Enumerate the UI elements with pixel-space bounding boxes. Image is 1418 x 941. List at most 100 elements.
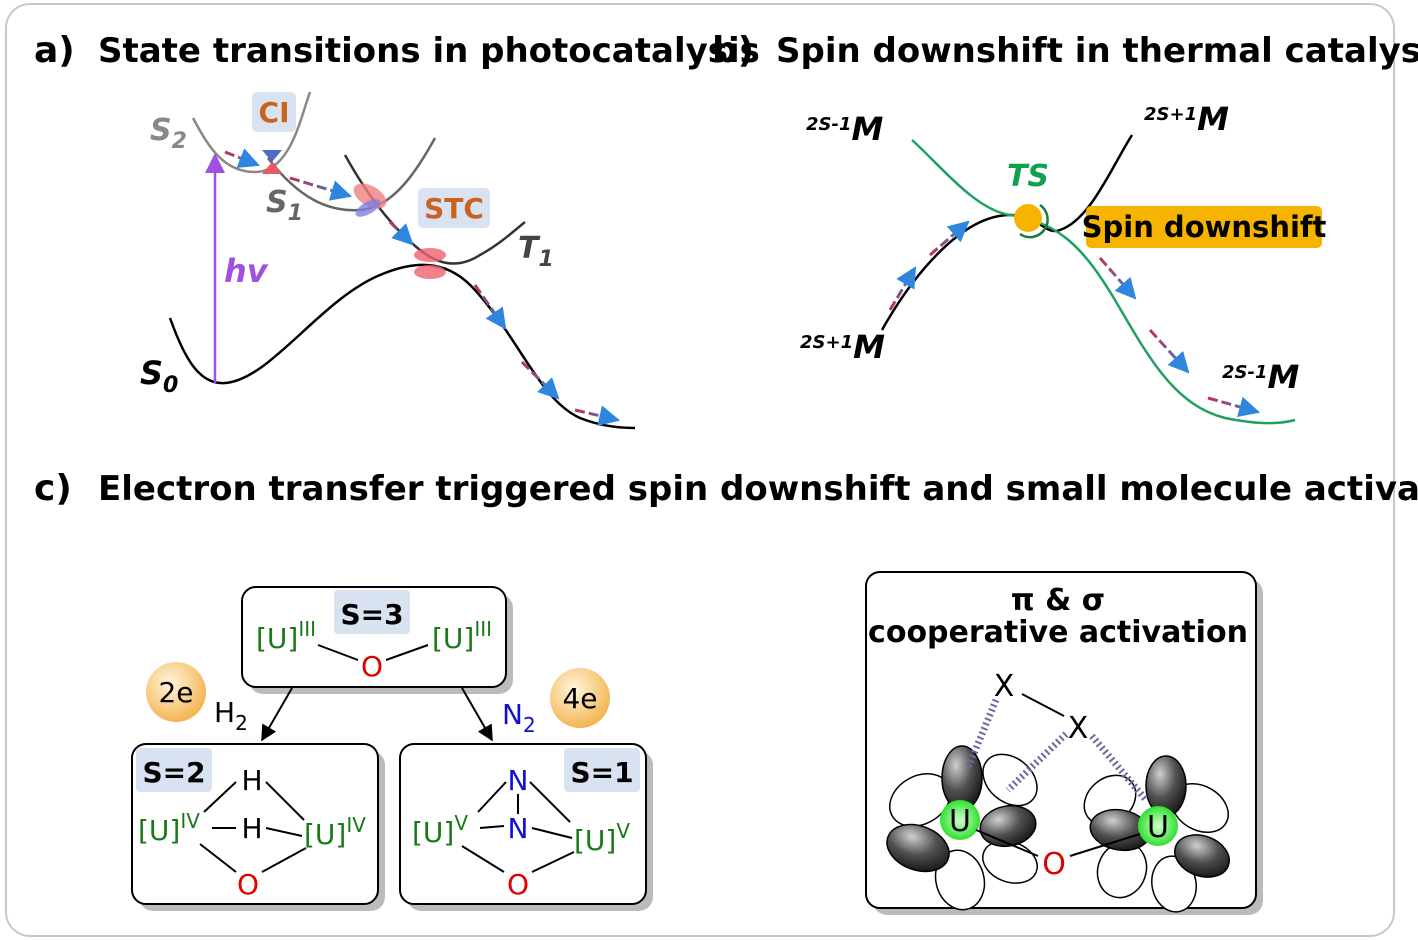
orbital-title-line2: cooperative activation	[868, 615, 1248, 650]
arrow-b-2	[929, 220, 970, 257]
right-u-orbital: U	[1083, 755, 1230, 913]
right-bond-3	[479, 825, 505, 829]
s1-label: S1	[266, 185, 303, 226]
orbital-title-line1: π & σ	[1011, 583, 1105, 618]
ci-cross-bottom	[262, 162, 282, 174]
m-label-top-right: 2S+1M	[1144, 100, 1229, 138]
stc-blob-3	[414, 265, 446, 279]
arrow-b-3	[1098, 257, 1137, 300]
left-u-left: [U]IV	[138, 809, 200, 847]
arrow-a-2	[289, 176, 353, 201]
orbital-u-o-bond-right	[1069, 833, 1141, 857]
ci-label-bg	[252, 92, 296, 132]
left-bond-5	[199, 843, 237, 873]
ts-label: TS	[1007, 159, 1049, 194]
left-bond-1	[203, 781, 237, 813]
stc-blob-1b	[355, 199, 381, 217]
orbital-o: O	[1042, 847, 1066, 882]
s1-label-bg	[564, 748, 640, 792]
s2-label: S2	[150, 113, 187, 154]
arrow-b-5	[1207, 396, 1261, 418]
arrow-to-n2-complex	[461, 687, 493, 742]
arrow-a-5	[520, 360, 560, 400]
right-n-top: N	[508, 764, 529, 797]
left-bond-4	[265, 827, 303, 837]
h2-reagent: H2	[214, 696, 248, 735]
t1-label: T1	[518, 231, 554, 272]
left-o: O	[237, 868, 259, 901]
arrow-b-4	[1148, 328, 1190, 374]
top-bond-right	[385, 644, 429, 661]
left-h-top: H	[241, 764, 262, 797]
top-box	[241, 586, 507, 688]
spin-downshift-bg	[1086, 206, 1322, 248]
hash-x1-left-u	[964, 698, 1000, 770]
arrow-a-6	[574, 405, 621, 426]
top-u-right: [U]III	[432, 617, 492, 655]
left-u-atom	[940, 800, 980, 840]
right-bond-6	[531, 851, 575, 873]
panel-a-title: State transitions in photocatalysis	[98, 31, 760, 71]
low-spin-curve	[911, 139, 1296, 425]
right-u-left: [U]V	[412, 811, 468, 849]
s1-spin-label: S=1	[570, 756, 633, 789]
spin-downshift-label: Spin downshift	[1082, 210, 1327, 244]
orbital-x1: X	[994, 669, 1015, 704]
top-o: O	[361, 650, 383, 683]
electron-4e-label: 4e	[562, 682, 597, 715]
arrow-a-3	[388, 220, 414, 246]
s2-spin-label: S=2	[142, 756, 205, 789]
ci-cross-top	[262, 150, 282, 162]
orbital-u-o-bond-left	[975, 829, 1039, 857]
s2-curve	[191, 91, 312, 174]
electron-2e-circle	[146, 662, 206, 722]
stc-label: STC	[424, 192, 484, 225]
right-bond-4	[531, 827, 573, 839]
electron-2e-label: 2e	[158, 676, 193, 709]
right-u-symbol: U	[1147, 810, 1169, 845]
left-lobe-dark-2	[886, 823, 950, 873]
panel-c: c) Electron transfer triggered spin down…	[34, 468, 1418, 915]
s0-label: S0	[140, 354, 178, 398]
left-u-symbol: U	[949, 804, 971, 839]
s1-curve	[267, 137, 437, 212]
left-lobe-white-3	[934, 849, 986, 911]
panel-b: b) Spin downshift in thermal catalysis T…	[712, 30, 1418, 425]
top-bond-left	[317, 644, 359, 661]
hash-x2-right-u	[1089, 733, 1149, 803]
arrow-a-4	[473, 284, 507, 330]
n2-complex-box: S=1 N N [U]V [U]V O	[399, 743, 653, 911]
left-lobe-white-2	[982, 753, 1038, 807]
m-label-bottom-right: 2S-1M	[1222, 358, 1299, 396]
right-u-right: [U]V	[574, 819, 630, 857]
right-bond-2	[529, 781, 571, 823]
hv-label: hv	[224, 252, 269, 290]
orbital-box: π & σ cooperative activation U	[865, 571, 1263, 915]
right-bond-5	[461, 845, 505, 873]
left-bond-2	[265, 781, 305, 821]
ci-label: CI	[259, 96, 290, 129]
top-u-left: [U]III	[256, 617, 316, 655]
right-bond-1	[477, 781, 507, 813]
right-lobe-dark-3	[1174, 834, 1230, 878]
h2-complex-box: S=2 H H [U]IV [U]IV O	[131, 743, 385, 911]
stc-label-bg	[418, 188, 490, 228]
panel-a: a) State transitions in photocatalysis h…	[34, 30, 760, 430]
left-bond-6	[261, 847, 307, 873]
s0-curve	[168, 263, 636, 430]
xx-bond	[1021, 693, 1065, 717]
s2-label-bg	[136, 748, 212, 792]
n2-reagent: N2	[502, 698, 536, 737]
panel-b-letter: b)	[712, 30, 754, 71]
ts-dot	[1014, 204, 1042, 232]
stc-blob-2	[414, 248, 446, 262]
hash-x2-left-u	[1005, 731, 1069, 793]
electron-4e-circle	[550, 668, 610, 728]
right-n-mid: N	[508, 812, 529, 845]
s3-label: S=3	[340, 598, 403, 631]
figure-frame	[5, 3, 1395, 937]
ts-rotation-arrow	[1019, 203, 1049, 239]
m-label-top-left: 2S-1M	[806, 110, 883, 148]
